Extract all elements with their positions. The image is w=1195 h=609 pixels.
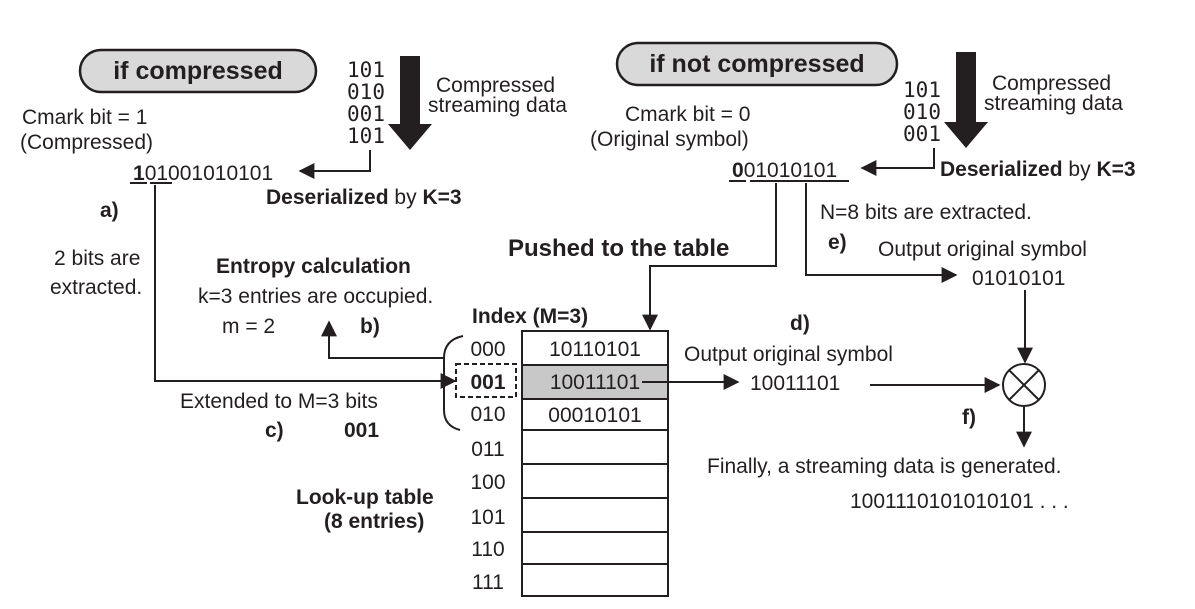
push-arrow	[642, 183, 777, 331]
pushed-label: Pushed to the table	[508, 235, 729, 262]
right-bitstring: 001010101	[732, 159, 837, 182]
table-value: 10110101	[549, 338, 641, 361]
left-stream-bit: 001	[347, 102, 385, 126]
table-cell	[521, 463, 669, 499]
table-index: 100	[470, 471, 505, 494]
final-stream: 1001110101010101 . . .	[850, 490, 1069, 513]
table-brace	[443, 358, 461, 431]
table-cell	[521, 563, 669, 597]
right-deserialized-text: Deserialized by K=3	[940, 158, 1136, 181]
table-index: 010	[470, 403, 505, 426]
table-index: 110	[471, 538, 504, 561]
label-f: f)	[962, 406, 976, 429]
left-deserialized-text: Deserialized by K=3	[266, 186, 462, 209]
right-down-arrow-icon	[944, 52, 988, 148]
left-cmark-bit: 1	[133, 162, 145, 185]
left-down-arrow-icon	[388, 56, 432, 150]
index-header: Index (M=3)	[472, 305, 588, 328]
pill-if-not-compressed-label: if not compressed	[649, 50, 864, 78]
entropy-line: k=3 entries are occupied.	[198, 285, 433, 308]
right-stream-bit: 101	[903, 78, 941, 102]
right-deserialized-by: by	[1063, 158, 1097, 181]
left-extract-line1: 2 bits are	[54, 247, 140, 270]
output-label-d: Output original symbol	[684, 343, 893, 366]
output-e-arrow	[805, 183, 958, 283]
right-deserialized-k: K=3	[1096, 158, 1135, 181]
right-stream-bit: 010	[903, 100, 941, 124]
lut-title-line1: Look-up table	[296, 486, 434, 509]
left-bitstring: 101001010101	[133, 162, 273, 185]
right-cmark-line2: (Original symbol)	[590, 128, 749, 151]
pill-if-compressed-label: if compressed	[113, 57, 283, 85]
m-value: m = 2	[222, 315, 275, 338]
right-deserialize-arrow	[860, 148, 935, 176]
output-label-e: Output original symbol	[878, 238, 1087, 261]
left-deserialize-arrow	[298, 150, 371, 179]
output-value-e: 01010101	[972, 267, 1065, 290]
left-stream-bit: 101	[347, 58, 385, 82]
right-deserialized-bold: Deserialized	[940, 158, 1063, 181]
left-extracted-bits: 01	[145, 162, 168, 185]
table-value: 10011101	[550, 371, 640, 394]
n-extracted-label: N=8 bits are extracted.	[820, 201, 1032, 224]
extend-arrow	[154, 185, 457, 389]
output-value-d: 10011101	[750, 372, 840, 395]
entropy-title: Entropy calculation	[216, 255, 411, 278]
merge-cross-line	[1008, 369, 1040, 401]
left-deserialized-bold: Deserialized	[266, 186, 389, 209]
left-stream-label-line1: Compressed	[436, 74, 555, 97]
label-b: b)	[360, 315, 380, 338]
table-index: 101	[470, 506, 505, 529]
table-index: 011	[471, 438, 504, 461]
table-cell	[521, 398, 669, 431]
right-stream-label-line1: Compressed	[992, 72, 1111, 95]
pill-if-not-compressed	[615, 41, 899, 87]
table-index: 000	[470, 338, 505, 361]
left-cmark-line2: (Compressed)	[20, 131, 153, 154]
extended-label: Extended to M=3 bits	[180, 390, 378, 413]
label-d: d)	[790, 312, 810, 335]
table-value: 00010101	[548, 404, 641, 427]
table-cell	[521, 531, 669, 565]
table-index: 111	[472, 571, 504, 594]
right-symbol-bits: 01010101	[744, 159, 837, 182]
right-cmark-line1: Cmark bit = 0	[625, 103, 750, 126]
final-text: Finally, a streaming data is generated.	[707, 455, 1061, 478]
right-stream-bit: 001	[903, 122, 941, 146]
lut-title-line2: (8 entries)	[324, 510, 424, 533]
label-a: a)	[100, 199, 119, 222]
right-stream-label-line2: streaming data	[984, 92, 1123, 115]
pill-if-compressed	[78, 48, 318, 94]
left-stream-label-line2: streaming data	[428, 94, 567, 117]
label-c: c)	[265, 419, 284, 442]
lookup-table	[521, 330, 669, 597]
label-e: e)	[828, 231, 847, 254]
left-stream-bit: 010	[347, 80, 385, 104]
extended-value: 001	[344, 419, 379, 442]
left-deserialized-k: K=3	[422, 186, 461, 209]
table-cell	[521, 330, 669, 366]
table-index-highlight: 001	[470, 371, 505, 394]
left-deserialized-by: by	[389, 186, 423, 209]
right-cmark-bit: 0	[732, 159, 744, 182]
table-cell	[521, 497, 669, 533]
table-cell	[521, 429, 669, 465]
left-extract-line2: extracted.	[50, 276, 142, 299]
entropy-arrow	[321, 320, 464, 359]
highlight-index-box	[455, 363, 517, 398]
left-remaining-bits: 001010101	[168, 162, 273, 185]
left-stream-bit: 101	[347, 124, 385, 148]
left-cmark-line1: Cmark bit = 1	[22, 106, 147, 129]
